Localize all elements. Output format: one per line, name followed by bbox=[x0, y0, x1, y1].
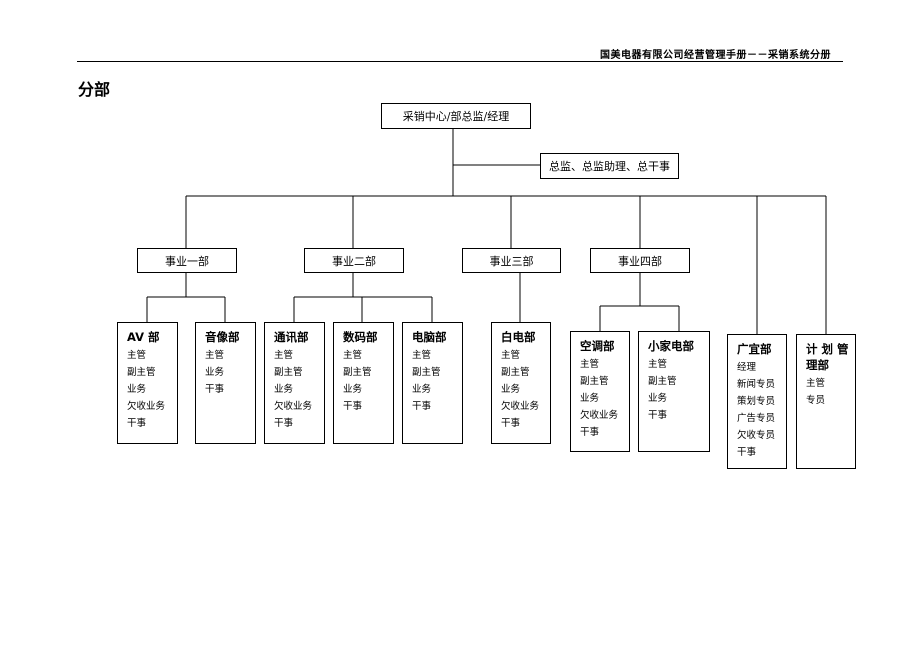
dept-computer: 电脑部 主管 副主管 业务 干事 bbox=[402, 322, 463, 444]
role-item: 干事 bbox=[343, 401, 363, 412]
role-item: 干事 bbox=[127, 418, 147, 429]
dept-title: 计 划 管 理部 bbox=[806, 342, 849, 372]
dept-title: AV 部 bbox=[127, 330, 160, 344]
role-item: 业务 bbox=[127, 384, 147, 395]
division-2-box: 事业二部 bbox=[304, 248, 404, 273]
dept-white-goods: 白电部 主管 副主管 业务 欠收业务 干事 bbox=[491, 322, 551, 444]
role-item: 副主管 bbox=[127, 367, 156, 378]
role-item: 业务 bbox=[205, 367, 225, 378]
dept-title: 广宜部 bbox=[737, 342, 772, 356]
role-item: 干事 bbox=[412, 401, 432, 412]
dept-title: 音像部 bbox=[205, 330, 240, 344]
division-1-box: 事业一部 bbox=[137, 248, 237, 273]
role-item: 主管 bbox=[580, 359, 600, 370]
role-item: 主管 bbox=[127, 350, 147, 361]
section-title: 分部 bbox=[78, 80, 111, 99]
role-item: 干事 bbox=[274, 418, 294, 429]
dept-advertising: 广宜部 经理 新闻专员 策划专员 广告专员 欠收专员 干事 bbox=[727, 334, 787, 469]
dept-title: 电脑部 bbox=[412, 330, 447, 344]
role-item: 经理 bbox=[737, 362, 757, 373]
director-box: 采销中心/部总监/经理 bbox=[381, 103, 531, 129]
role-item: 新闻专员 bbox=[737, 379, 776, 390]
role-item: 主管 bbox=[205, 350, 225, 361]
role-item: 业务 bbox=[648, 393, 668, 404]
role-item: 欠收业务 bbox=[501, 401, 540, 412]
role-item: 专员 bbox=[806, 395, 826, 406]
role-item: 副主管 bbox=[343, 367, 372, 378]
role-item: 主管 bbox=[274, 350, 294, 361]
role-item: 欠收专员 bbox=[737, 430, 776, 441]
role-item: 副主管 bbox=[501, 367, 530, 378]
role-item: 主管 bbox=[806, 378, 826, 389]
role-item: 干事 bbox=[580, 427, 600, 438]
dept-planning: 计 划 管 理部 主管 专员 bbox=[796, 334, 856, 469]
role-item: 欠收业务 bbox=[274, 401, 313, 412]
page-header: 国美电器有限公司经营管理手册－－采销系统分册 bbox=[600, 50, 831, 61]
dept-audio-video: 音像部 主管 业务 干事 bbox=[195, 322, 256, 444]
division-3-box: 事业三部 bbox=[462, 248, 561, 273]
dept-title: 白电部 bbox=[501, 330, 536, 344]
role-item: 干事 bbox=[737, 447, 757, 458]
role-item: 欠收业务 bbox=[127, 401, 166, 412]
role-item: 干事 bbox=[205, 384, 225, 395]
dept-small-appliance: 小家电部 主管 副主管 业务 干事 bbox=[638, 331, 710, 452]
dept-title: 空调部 bbox=[580, 339, 615, 353]
role-item: 业务 bbox=[580, 393, 600, 404]
role-item: 策划专员 bbox=[737, 396, 776, 407]
role-item: 副主管 bbox=[274, 367, 303, 378]
dept-title: 数码部 bbox=[343, 330, 378, 344]
role-item: 干事 bbox=[648, 410, 668, 421]
dept-title: 通讯部 bbox=[274, 330, 309, 344]
role-item: 业务 bbox=[412, 384, 432, 395]
dept-telecom: 通讯部 主管 副主管 业务 欠收业务 干事 bbox=[264, 322, 325, 444]
role-item: 主管 bbox=[412, 350, 432, 361]
dept-digital: 数码部 主管 副主管 业务 干事 bbox=[333, 322, 394, 444]
role-item: 干事 bbox=[501, 418, 521, 429]
division-4-box: 事业四部 bbox=[590, 248, 690, 273]
role-item: 业务 bbox=[274, 384, 294, 395]
role-item: 副主管 bbox=[580, 376, 609, 387]
header-divider bbox=[77, 61, 843, 62]
role-item: 广告专员 bbox=[737, 413, 776, 424]
role-item: 副主管 bbox=[412, 367, 441, 378]
role-item: 主管 bbox=[648, 359, 668, 370]
role-item: 欠收业务 bbox=[580, 410, 619, 421]
dept-av: AV 部 主管 副主管 业务 欠收业务 干事 bbox=[117, 322, 178, 444]
role-item: 主管 bbox=[343, 350, 363, 361]
dept-title: 小家电部 bbox=[648, 339, 694, 353]
role-item: 主管 bbox=[501, 350, 521, 361]
role-item: 副主管 bbox=[648, 376, 677, 387]
role-item: 业务 bbox=[343, 384, 363, 395]
role-item: 业务 bbox=[501, 384, 521, 395]
assistant-box: 总监、总监助理、总干事 bbox=[540, 153, 679, 179]
dept-air-conditioner: 空调部 主管 副主管 业务 欠收业务 干事 bbox=[570, 331, 630, 452]
